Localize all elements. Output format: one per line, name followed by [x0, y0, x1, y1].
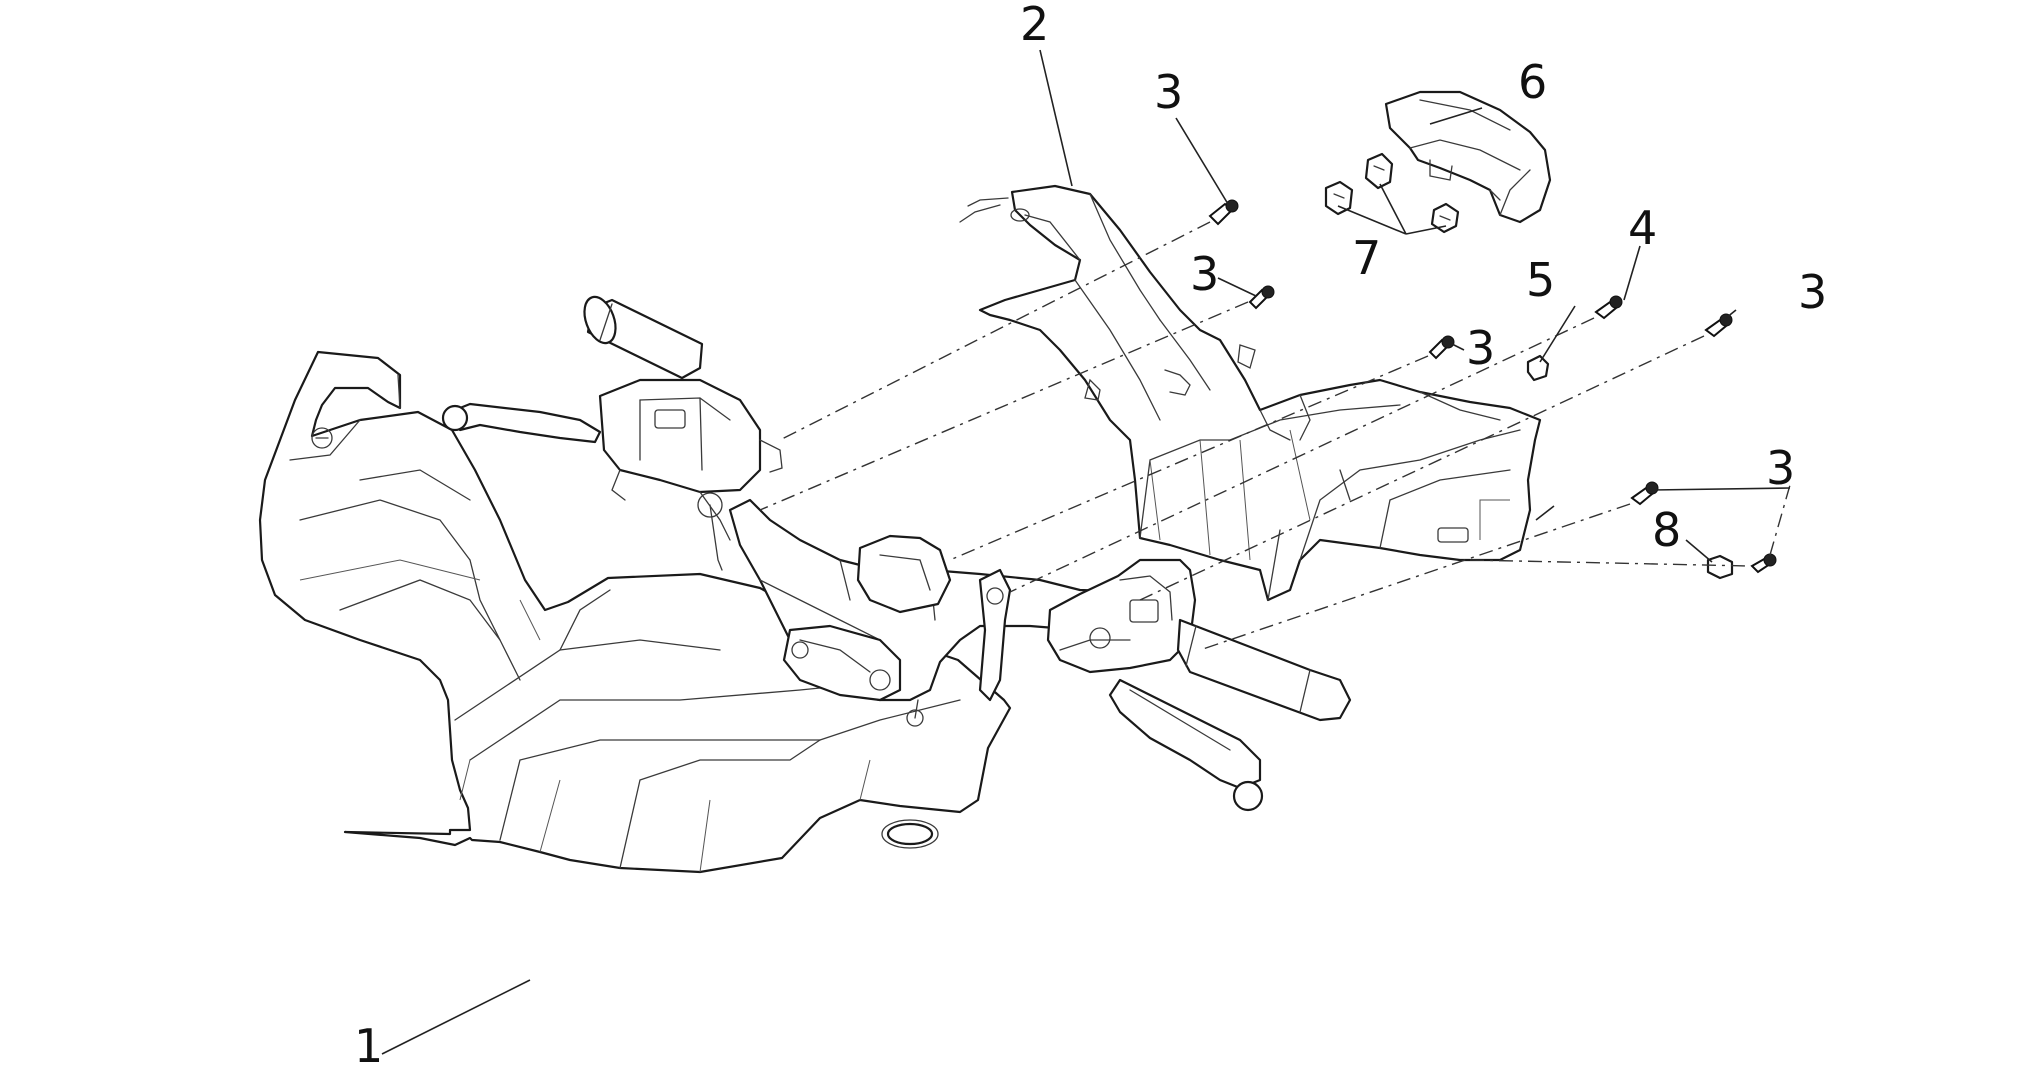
callout-3: 3 [1190, 247, 1219, 301]
callout-3: 3 [1466, 321, 1495, 375]
clips-group [1324, 152, 1460, 234]
callout-3: 3 [1154, 65, 1183, 119]
callout-7: 7 [1352, 231, 1381, 285]
screw [1704, 313, 1733, 338]
callout-8: 8 [1652, 503, 1681, 557]
screw [1428, 335, 1455, 360]
small-nut [1706, 554, 1734, 580]
top-cover-piece [1384, 90, 1552, 224]
callout-3: 3 [1766, 441, 1795, 495]
screws-group [1208, 199, 1777, 574]
callout-2: 2 [1020, 0, 1049, 51]
screw [1750, 553, 1777, 574]
handlebar-assembly [441, 295, 1352, 812]
callout-6: 6 [1518, 55, 1547, 109]
small-clip [1526, 354, 1550, 382]
front-handlebar-cover [258, 350, 1012, 874]
alignment-lines [759, 221, 1791, 651]
screw [1248, 285, 1275, 310]
screw [1208, 199, 1239, 226]
leader-lines [381, 49, 1791, 1055]
callout-4: 4 [1628, 201, 1657, 255]
rear-handlebar-cover [959, 184, 1542, 602]
callout-1: 1 [354, 1019, 383, 1066]
screw [1630, 481, 1659, 506]
callout-3: 3 [1798, 265, 1827, 319]
screw [1594, 295, 1623, 320]
callout-5: 5 [1526, 253, 1555, 307]
